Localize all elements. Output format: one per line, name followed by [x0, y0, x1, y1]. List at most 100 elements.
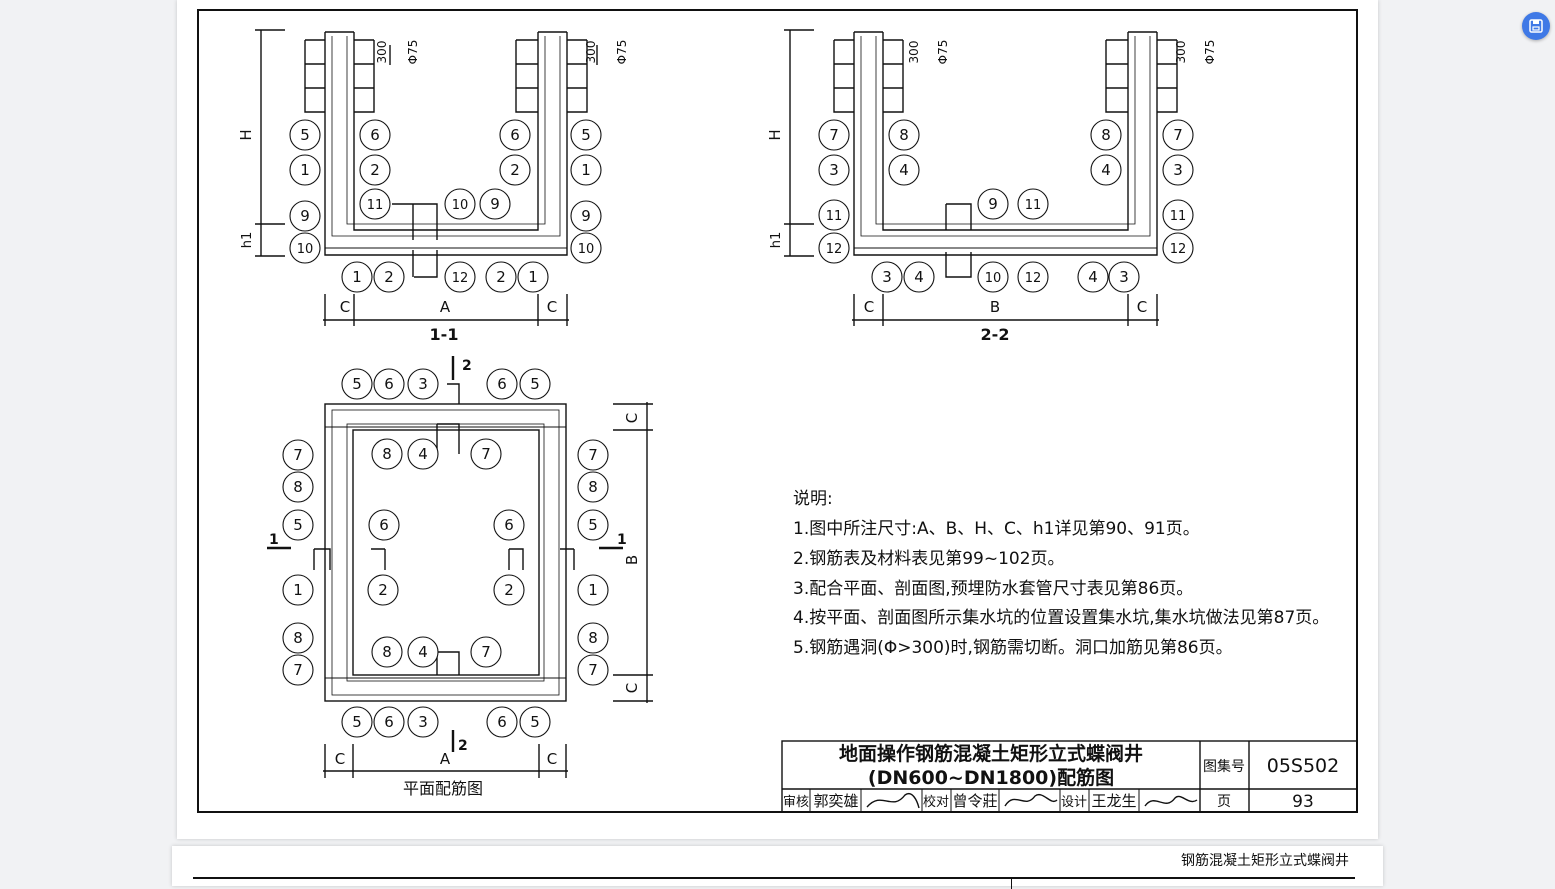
rebar-mark-label: 5 — [530, 375, 540, 393]
rebar-mark-circle — [1017, 261, 1049, 293]
rebar-mark-circle — [818, 119, 850, 151]
rebar-mark-circle — [577, 509, 609, 541]
rebar-mark-circle — [486, 706, 518, 738]
rebar-mark-label: 6 — [504, 516, 514, 534]
rebar-mark-circle — [1108, 261, 1140, 293]
rebar-mark-circle — [486, 368, 518, 400]
rebar-mark-circle — [485, 261, 517, 293]
rebar-mark-label: 4 — [1088, 268, 1098, 286]
rebar-mark-circle — [519, 368, 551, 400]
note-4: 4.按平面、剖面图所示集水坑的位置设置集水坑,集水坑做法见第87页。 — [793, 608, 1329, 628]
rebar-mark-label: 8 — [293, 629, 303, 647]
page-number: 93 — [1292, 792, 1314, 812]
rebar-mark-label: 7 — [1173, 126, 1183, 144]
design-name: 王龙生 — [1091, 792, 1136, 810]
dim-c-4: C — [1137, 298, 1147, 316]
rebar-mark-circle — [282, 574, 314, 606]
section-1-1-title: 1-1 — [430, 325, 459, 344]
rebar-mark-label: 9 — [581, 207, 591, 225]
rebar-mark-label: 7 — [293, 661, 303, 679]
rebar-mark-label: 10 — [452, 198, 469, 213]
rebar-mark-label: 8 — [588, 478, 598, 496]
save-to-file-icon — [1529, 19, 1543, 33]
rebar-mark-circle — [282, 439, 314, 471]
notes-heading: 说明: — [793, 489, 833, 509]
rebar-mark-circle — [818, 232, 850, 264]
rebar-mark-circle — [289, 154, 321, 186]
rebar-mark-label: 5 — [352, 713, 362, 731]
rebar-mark-label: 5 — [530, 713, 540, 731]
rebar-mark-label: 12 — [1025, 271, 1042, 286]
rebar-mark-circle — [577, 654, 609, 686]
rebar-mark-label: 7 — [588, 661, 598, 679]
rebar-mark-circle — [407, 706, 439, 738]
rebar-mark-circle — [341, 368, 373, 400]
rebar-mark-label: 3 — [418, 375, 428, 393]
rebar-mark-label: 6 — [384, 713, 394, 731]
rebar-mark-label: 12 — [826, 242, 843, 257]
rebar-mark-circle — [407, 636, 439, 668]
rebar-mark-circle — [1077, 261, 1109, 293]
rebar-mark-label: 1 — [581, 161, 591, 179]
note-5: 5.钢筋遇洞(Φ>300)时,钢筋需切断。洞口加筋见第86页。 — [793, 638, 1233, 658]
rebar-mark-label: 1 — [293, 581, 303, 599]
rebar-mark-circle — [577, 574, 609, 606]
rebar-mark-label: 5 — [293, 516, 303, 534]
rebar-mark-label: 3 — [882, 268, 892, 286]
section-2-2 — [784, 29, 1178, 326]
rebar-mark-label: 4 — [418, 643, 428, 661]
rebar-mark-label: 8 — [293, 478, 303, 496]
review-label: 审核 — [783, 795, 809, 810]
rebar-mark-circle — [479, 188, 511, 220]
rebar-mark-circle — [371, 438, 403, 470]
dim-a-1: A — [440, 298, 451, 316]
dim-h1-1: h1 — [240, 232, 255, 249]
rebar-mark-label: 8 — [382, 445, 392, 463]
dim-a-2: A — [440, 750, 451, 768]
drawing-frame — [197, 9, 1358, 813]
rebar-mark-label: 1 — [528, 268, 538, 286]
dim-300-1: 300 — [375, 41, 389, 64]
check-name: 曾令莊 — [952, 792, 997, 810]
rebar-mark-circle — [289, 119, 321, 151]
rebar-mark-circle — [818, 154, 850, 186]
rebar-mark-circle — [493, 574, 525, 606]
next-page-frame — [193, 877, 1355, 879]
rebar-mark-label: 7 — [481, 643, 491, 661]
rebar-mark-circle — [373, 706, 405, 738]
cut-2-top: 2 — [462, 358, 472, 374]
rebar-mark-label: 3 — [1119, 268, 1129, 286]
plan-view — [267, 356, 653, 778]
rebar-mark-circle — [470, 636, 502, 668]
rebar-mark-label: 6 — [370, 126, 380, 144]
rebar-mark-circle — [371, 636, 403, 668]
check-label: 校对 — [923, 794, 949, 810]
rebar-mark-circle — [570, 232, 602, 264]
atlas-label: 图集号 — [1203, 758, 1245, 775]
dim-h1-2: h1 — [769, 232, 784, 249]
rebar-mark-label: 5 — [300, 126, 310, 144]
rebar-mark-label: 1 — [300, 161, 310, 179]
cut-1-left: 1 — [269, 532, 279, 548]
rebar-mark-label: 9 — [988, 195, 998, 213]
rebar-mark-circle — [888, 154, 920, 186]
rebar-mark-label: 3 — [1173, 161, 1183, 179]
section-1-1 — [255, 29, 598, 326]
dim-b-1: B — [990, 298, 1000, 316]
rebar-mark-circle — [368, 509, 400, 541]
rebar-mark-label: 8 — [1101, 126, 1111, 144]
rebar-mark-circle — [1090, 119, 1122, 151]
rebar-mark-circle — [493, 509, 525, 541]
save-to-file-button[interactable] — [1522, 12, 1550, 40]
rebar-mark-circle — [977, 261, 1009, 293]
rebar-mark-label: 6 — [379, 516, 389, 534]
rebar-mark-circle — [1017, 188, 1049, 220]
rebar-mark-label: 2 — [510, 161, 520, 179]
rebar-mark-label: 4 — [1101, 161, 1111, 179]
dim-75-4: Φ75 — [1203, 40, 1217, 65]
rebar-mark-circle — [359, 188, 391, 220]
rebar-mark-circle — [444, 188, 476, 220]
